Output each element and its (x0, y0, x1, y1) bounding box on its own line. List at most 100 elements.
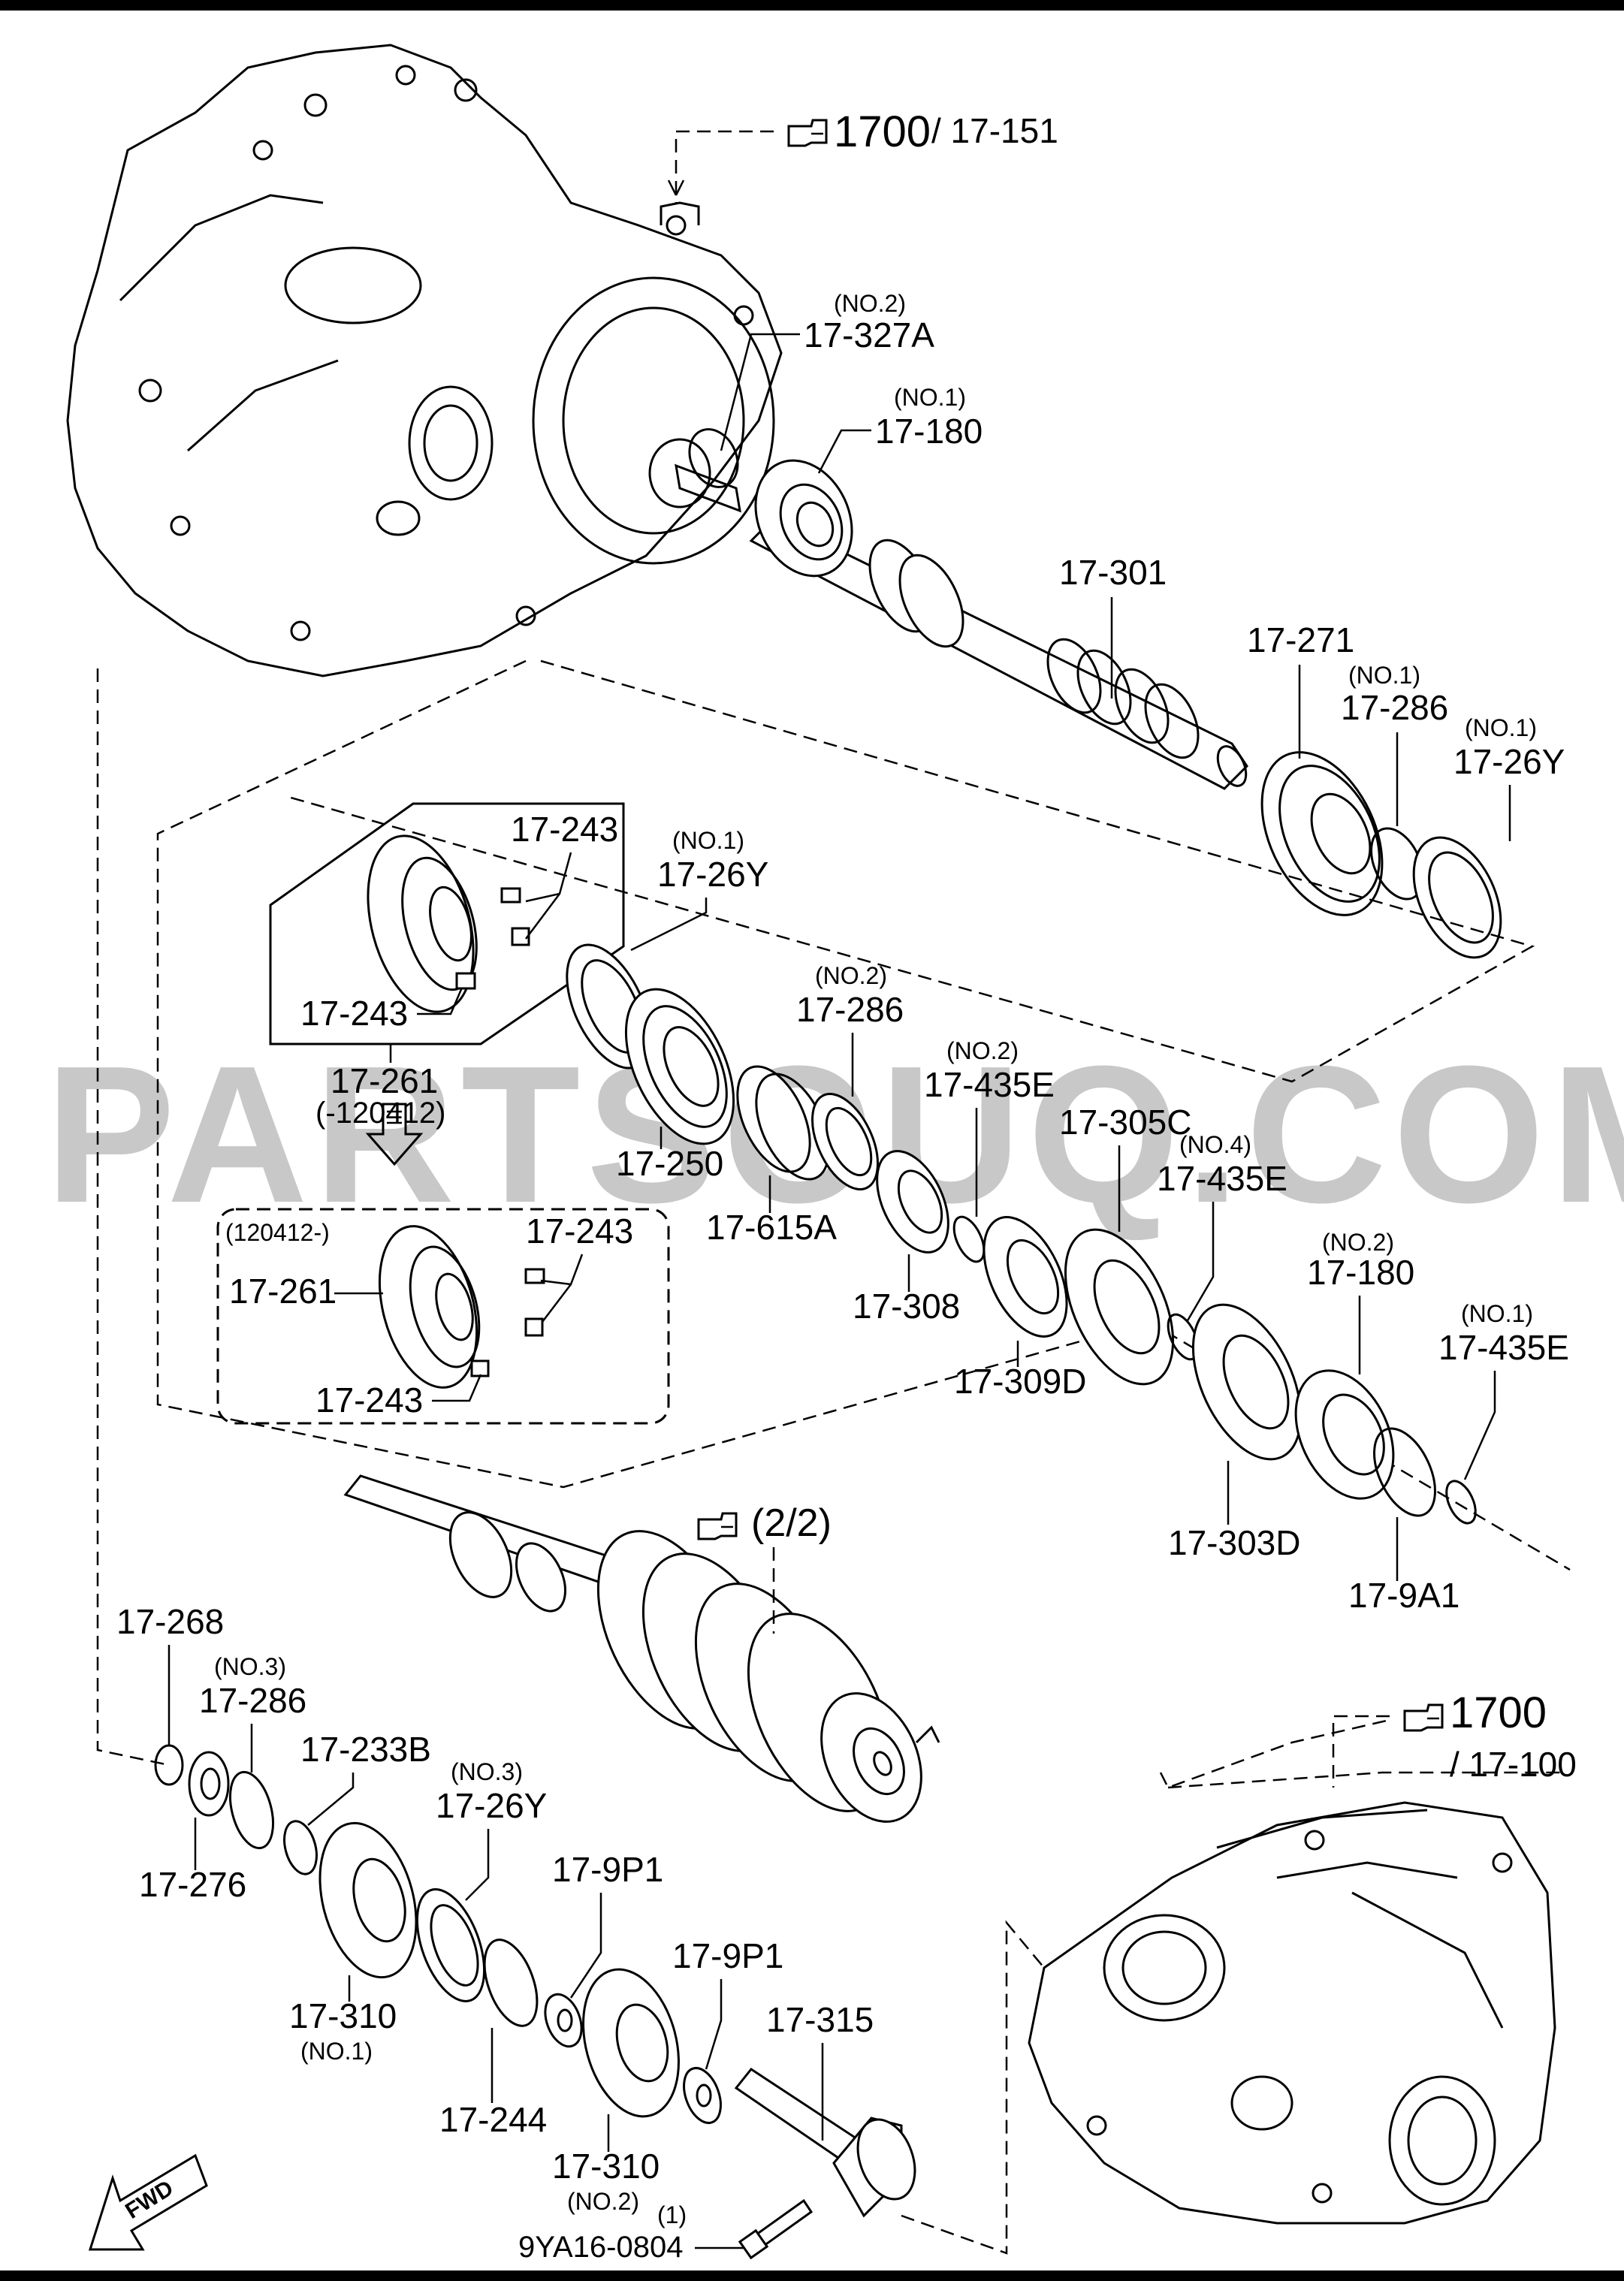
label-435c-no: (NO.1) (1461, 1300, 1533, 1327)
ref-middle: (2/2) (751, 1501, 832, 1545)
label-26Yc: 17-26Y (436, 1786, 547, 1825)
clutch-hub-17-261-new (378, 1225, 545, 1389)
case-outline-dash-2 (1167, 1771, 1562, 1789)
output-shaft-assembly (343, 1474, 940, 1823)
clip-17-268 (154, 1744, 184, 1786)
label-615A: 17-615A (706, 1208, 837, 1247)
case-outline-dash (1159, 1718, 1390, 1789)
label-286a-no: (NO.1) (1348, 662, 1420, 689)
ref-leader-top (675, 130, 774, 203)
ring-17-244 (483, 1939, 539, 2027)
label-180a-no: (NO.1) (894, 384, 966, 411)
gear-17-303D (1191, 1303, 1303, 1461)
label-261a-sub: (-120412) (315, 1097, 445, 1130)
label-233B: 17-233B (300, 1730, 431, 1769)
gear-17-305C (1064, 1228, 1175, 1386)
label-9P1b: 17-9P1 (672, 1936, 783, 1975)
label-new-hdr: (120412-) (225, 1219, 330, 1246)
label-243d: 17-243 (315, 1380, 423, 1420)
shaft-17-315 (734, 2067, 916, 2218)
label-435c: 17-435E (1438, 1328, 1569, 1367)
label-305C: 17-305C (1059, 1103, 1191, 1142)
ref-right-main: 1700 (1450, 1688, 1547, 1737)
label-308: 17-308 (853, 1287, 960, 1326)
label-261b: 17-261 (229, 1272, 337, 1311)
ref-top-sub: / 17-151 (931, 111, 1058, 150)
seal-17-327A (688, 428, 739, 488)
gear-17-310-no2 (582, 1968, 680, 2118)
label-244: 17-244 (439, 2100, 547, 2139)
label-435b: 17-435E (1157, 1159, 1287, 1198)
dashed-right-bottom (901, 1920, 1045, 2255)
synchro-ring-17-26Y-no1-a (1412, 836, 1502, 959)
label-310b: 17-310 (552, 2147, 660, 2186)
washer-17-9P1-b (683, 2067, 722, 2124)
gear-17-310-no1 (318, 1821, 418, 1979)
label-180b: 17-180 (1307, 1253, 1414, 1292)
label-180b-no: (NO.2) (1322, 1229, 1394, 1256)
label-435a-no: (NO.2) (946, 1037, 1019, 1064)
top-border (0, 0, 1624, 11)
label-286c: 17-286 (199, 1681, 306, 1720)
label-327A-no: (NO.2) (834, 290, 906, 317)
label-310b-no: (NO.2) (567, 2188, 639, 2215)
label-180a: 17-180 (875, 412, 983, 451)
label-26Ya-no: (NO.1) (1465, 714, 1537, 741)
fwd-arrow-icon: FWD (88, 2153, 208, 2251)
ref-arrow-top (667, 180, 685, 196)
ring-17-233B (283, 1820, 318, 1875)
label-286b: 17-286 (796, 990, 904, 1029)
ring-17-286-no3 (229, 1770, 274, 1850)
label-250: 17-250 (616, 1144, 723, 1183)
ref-right-sub: / 17-100 (1450, 1745, 1577, 1784)
label-435b-no: (NO.4) (1179, 1131, 1251, 1158)
synchro-ring-17-26Y-no3 (415, 1888, 486, 2002)
pointing-hand-icon (1403, 1703, 1444, 1732)
bearing-17-180-no2 (1294, 1369, 1395, 1500)
snap-ring-17-435E-no2 (952, 1215, 986, 1263)
gear-17-308 (876, 1150, 949, 1254)
dashed-box-middle (156, 659, 1571, 1571)
gear-17-250 (624, 988, 735, 1145)
hub-box-old (269, 802, 625, 1045)
label-309D: 17-309D (954, 1362, 1086, 1401)
label-9A1: 17-9A1 (1348, 1576, 1459, 1615)
label-bolt: 9YA16-0804 (518, 2231, 683, 2264)
bearing-17-180-no1 (754, 459, 853, 578)
clutch-housing (66, 44, 783, 677)
pointing-hand-icon (787, 119, 828, 147)
label-268: 17-268 (116, 1602, 224, 1641)
transmission-case (1028, 1801, 1556, 2225)
spacer-17-286-no2 (811, 1093, 879, 1190)
label-315: 17-315 (766, 2000, 874, 2039)
label-26Ya: 17-26Y (1453, 742, 1565, 781)
pointing-hand-icon (697, 1512, 738, 1540)
input-shaft-upper (749, 517, 1248, 790)
bolt-9YA16-0804 (738, 2198, 814, 2260)
label-286c-no: (NO.3) (214, 1653, 286, 1680)
label-286b-no: (NO.2) (815, 962, 887, 989)
needle-bearing-17-615A (736, 1065, 830, 1181)
dashed-left-vertical (96, 668, 170, 1767)
label-26Yb-no: (NO.1) (672, 827, 744, 854)
label-435a: 17-435E (924, 1065, 1055, 1104)
label-243b: 17-243 (300, 994, 408, 1033)
ref-top-main: 1700 (834, 107, 931, 156)
label-261a: 17-261 (331, 1061, 438, 1100)
label-310a: 17-310 (289, 1996, 397, 2035)
washer-17-276 (188, 1751, 230, 1817)
label-310a-no: (NO.1) (300, 2038, 373, 2065)
part-labels: (NO.2) 17-327A (NO.1) 17-180 17-301 17-2… (116, 290, 1569, 2264)
label-327A: 17-327A (804, 315, 934, 355)
hub-box-new (216, 1208, 670, 1425)
label-26Yb: 17-26Y (657, 855, 768, 894)
dashed-box-upper (285, 659, 1535, 1083)
bottom-border (0, 2270, 1624, 2281)
label-301: 17-301 (1059, 553, 1167, 592)
shifter-arrow-icon (365, 1103, 424, 1166)
gear-17-309D (983, 1216, 1068, 1338)
snap-ring-17-435E-no1 (1445, 1480, 1477, 1525)
washer-17-9P1-a (544, 1993, 583, 2048)
label-271: 17-271 (1247, 620, 1354, 659)
label-243c: 17-243 (526, 1211, 633, 1251)
